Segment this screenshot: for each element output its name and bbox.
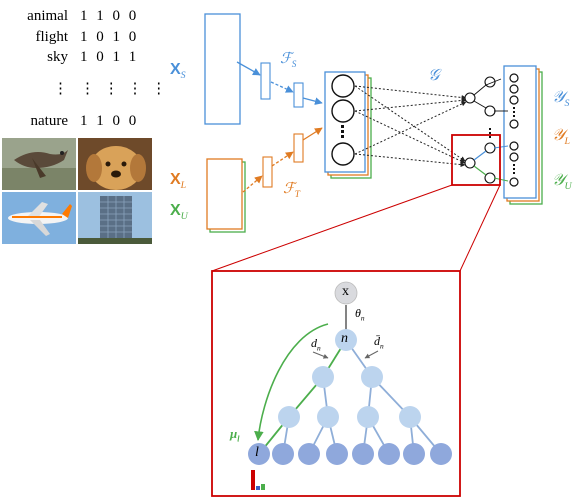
g-label: 𝒢 bbox=[428, 67, 440, 84]
arrow-ft-dashed bbox=[271, 151, 294, 167]
zoom-line-right bbox=[459, 184, 501, 272]
hidden-feature-layer bbox=[324, 71, 372, 179]
zoom-line-left bbox=[211, 184, 453, 272]
xs-label: XS bbox=[170, 61, 186, 82]
theta-label: θn bbox=[355, 306, 365, 323]
building-photo bbox=[78, 192, 152, 244]
leaf-node bbox=[430, 443, 452, 465]
table-word: ⋮ bbox=[53, 81, 68, 97]
yu-label: 𝒴U bbox=[552, 172, 572, 193]
arrow-xs-fs bbox=[236, 61, 261, 76]
table-bits: ⋮ ⋮ ⋮ ⋮ bbox=[80, 81, 169, 97]
leaf-node bbox=[403, 443, 425, 465]
dn-label: dn bbox=[311, 336, 321, 353]
table-bits: 1 0 1 1 bbox=[80, 49, 139, 65]
table-word: sky bbox=[47, 49, 68, 65]
dbar-arrow bbox=[364, 350, 379, 359]
zoom-tree-nodes bbox=[248, 281, 452, 465]
leaf-node bbox=[298, 443, 320, 465]
leaf-node bbox=[352, 443, 374, 465]
yl-label: 𝒴L bbox=[552, 127, 571, 148]
xs-input-block bbox=[204, 13, 241, 125]
bird-photo bbox=[2, 138, 76, 190]
leaf-distribution-bars bbox=[251, 470, 265, 490]
leaf-node-l bbox=[248, 443, 270, 465]
table-bits: 1 1 0 0 bbox=[80, 8, 139, 24]
leaf-l-label: l bbox=[255, 445, 259, 460]
table-word: flight bbox=[35, 29, 69, 45]
xl-xu-input-block bbox=[206, 158, 246, 233]
forest-tree-lower bbox=[464, 142, 509, 184]
split-node bbox=[361, 366, 383, 388]
arrow-ft-hidden bbox=[302, 127, 323, 141]
ft-label: ℱT bbox=[283, 181, 300, 200]
fs-layers bbox=[260, 62, 304, 108]
split-node bbox=[317, 406, 339, 428]
node-n-label: n bbox=[341, 331, 348, 346]
highlight-box bbox=[451, 134, 501, 186]
ys-label: 𝒴S bbox=[552, 89, 570, 110]
leaf-node bbox=[378, 443, 400, 465]
leaf-node bbox=[326, 443, 348, 465]
table-word: animal bbox=[27, 8, 68, 24]
dbar-label: d̄n bbox=[374, 334, 384, 351]
mu-label: μl bbox=[230, 426, 240, 444]
mu-curve bbox=[254, 323, 329, 441]
root-x-label: x bbox=[342, 284, 349, 299]
xl-label: XL bbox=[170, 171, 187, 192]
forest-tree-upper bbox=[464, 76, 508, 138]
root-node bbox=[334, 281, 358, 305]
leaf-node bbox=[272, 443, 294, 465]
fs-label: ℱS bbox=[280, 51, 297, 70]
table-word: nature bbox=[30, 113, 68, 129]
arrow-fs-hidden bbox=[302, 97, 323, 105]
split-node-n bbox=[335, 329, 357, 351]
split-node bbox=[357, 406, 379, 428]
arrow-fs-dashed bbox=[270, 81, 294, 93]
ft-layers bbox=[262, 133, 304, 188]
split-node bbox=[278, 406, 300, 428]
table-bits: 1 0 1 0 bbox=[80, 29, 139, 45]
airplane-photo bbox=[2, 192, 76, 244]
dotted-connections bbox=[354, 85, 467, 168]
xu-label: XU bbox=[170, 202, 188, 223]
output-forest-layer bbox=[503, 65, 543, 205]
arrow-xl-ft bbox=[242, 175, 263, 193]
table-bits: 1 1 0 0 bbox=[80, 113, 139, 129]
dn-arrow bbox=[312, 351, 329, 359]
split-node bbox=[312, 366, 334, 388]
split-node bbox=[399, 406, 421, 428]
dog-photo bbox=[78, 138, 152, 190]
